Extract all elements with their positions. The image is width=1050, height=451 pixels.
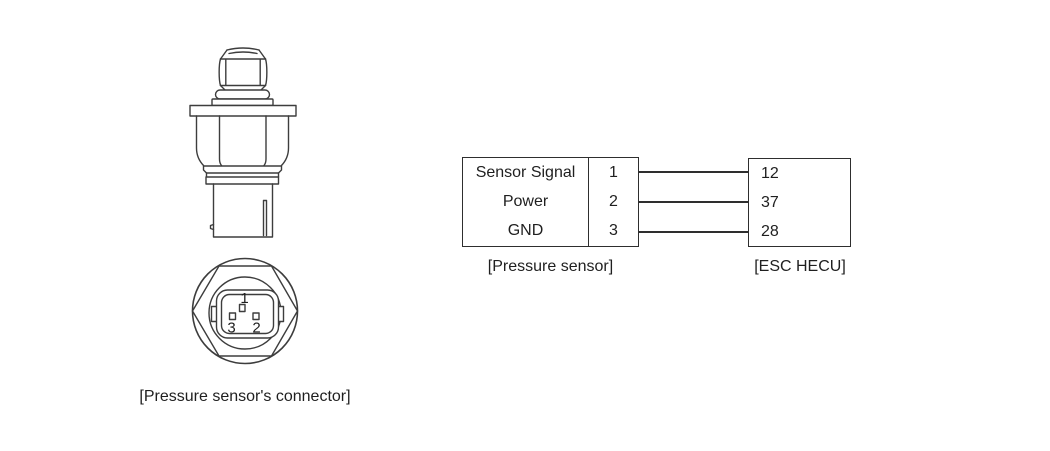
hecu-pin-number: 37 [761,193,779,211]
connector-pin-top-label: 1 [240,290,248,307]
connector-caption: [Pressure sensor's connector] [139,388,351,405]
wire-sensor-signal [638,171,748,173]
esc-hecu-box-caption: [ESC HECU] [754,258,846,275]
pressure-sensor-box-caption: [Pressure sensor] [487,258,614,275]
connector-pin-bottom-right-label: 2 [252,320,260,337]
pressure-sensor-pin-box: Sensor Signal 1 Power 2 GND 3 [462,157,639,247]
signal-label: Power [502,192,549,210]
sensor-pin-number: 1 [588,158,638,188]
wire-gnd [638,231,748,233]
sensor-pin-number: 2 [588,187,638,217]
connector-pin-bottom-left-label: 3 [227,320,235,337]
hecu-pin-number: 12 [761,164,779,182]
signal-label: Sensor Signal [475,163,576,181]
pressure-sensor-illustration: 1 3 2 [189,47,299,365]
wire-power [638,201,748,203]
sensor-pin-number: 3 [588,216,638,246]
hecu-pin-number: 28 [761,222,779,240]
signal-label: GND [507,222,544,240]
sensor-side-view [189,47,297,238]
esc-hecu-pin-box: 12 37 28 [748,158,851,247]
sensor-front-view: 1 3 2 [191,257,299,365]
